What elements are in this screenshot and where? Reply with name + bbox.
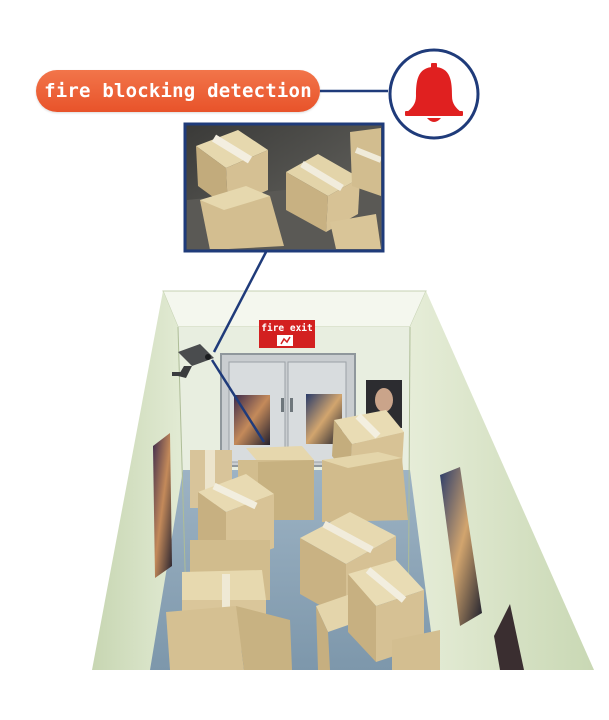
exit-sign-label: fire exit [261,323,313,334]
detection-inset [183,122,385,253]
poster-image [153,433,172,578]
poster-image [440,467,482,626]
exit-sign [259,320,315,348]
camera-icon [172,344,214,378]
bell-icon [405,63,463,122]
left-wall [92,291,188,670]
connector-lines [210,89,388,443]
boxes [166,410,440,670]
right-wall [408,291,594,670]
detection-label: fire blocking detection [36,70,320,112]
poster-image [494,604,524,670]
alarm-bell [388,48,480,140]
